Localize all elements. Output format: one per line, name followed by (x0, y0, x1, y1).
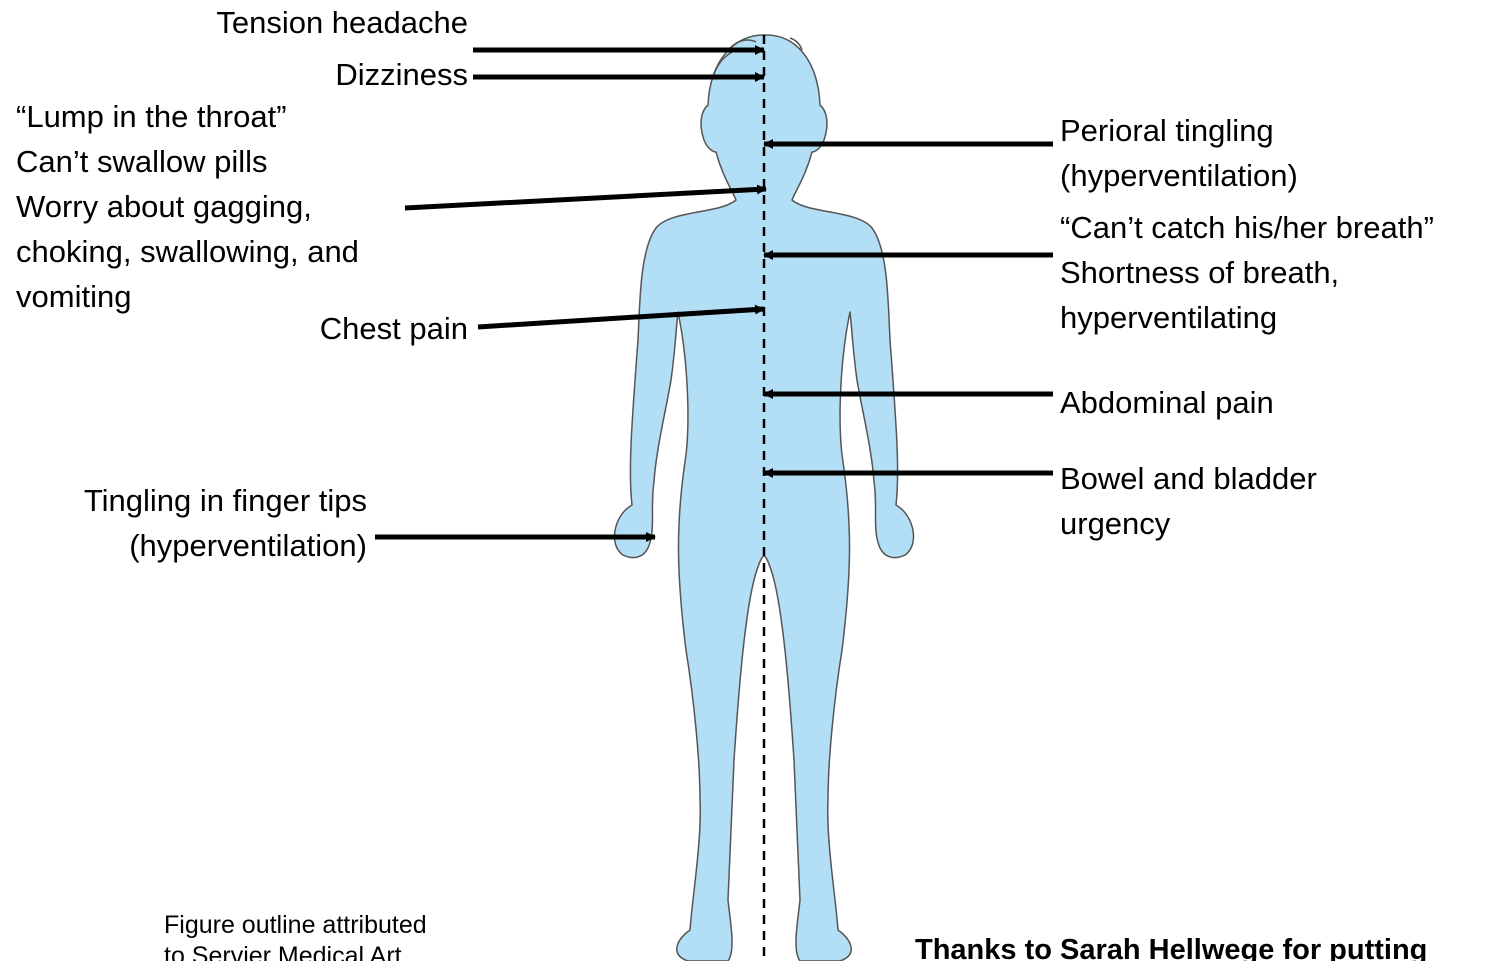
label-throat-symptoms: “Lump in the throat” Can’t swallow pills… (16, 94, 359, 319)
label-dizziness: Dizziness (335, 52, 468, 97)
label-breath: “Can’t catch his/her breath” Shortness o… (1060, 205, 1434, 340)
label-chest-pain: Chest pain (320, 306, 468, 351)
label-bowel-bladder: Bowel and bladder urgency (1060, 456, 1317, 546)
thanks-note: Thanks to Sarah Hellwege for putting (915, 930, 1427, 961)
label-perioral-tingling: Perioral tingling (hyperventilation) (1060, 108, 1298, 198)
label-finger-tips: Tingling in finger tips (hyperventilatio… (84, 478, 367, 568)
label-tension-headache: Tension headache (216, 0, 468, 45)
label-abdominal-pain: Abdominal pain (1060, 380, 1274, 425)
figure-attribution: Figure outline attributed to Servier Med… (164, 910, 427, 961)
arrow-throat (405, 189, 766, 208)
